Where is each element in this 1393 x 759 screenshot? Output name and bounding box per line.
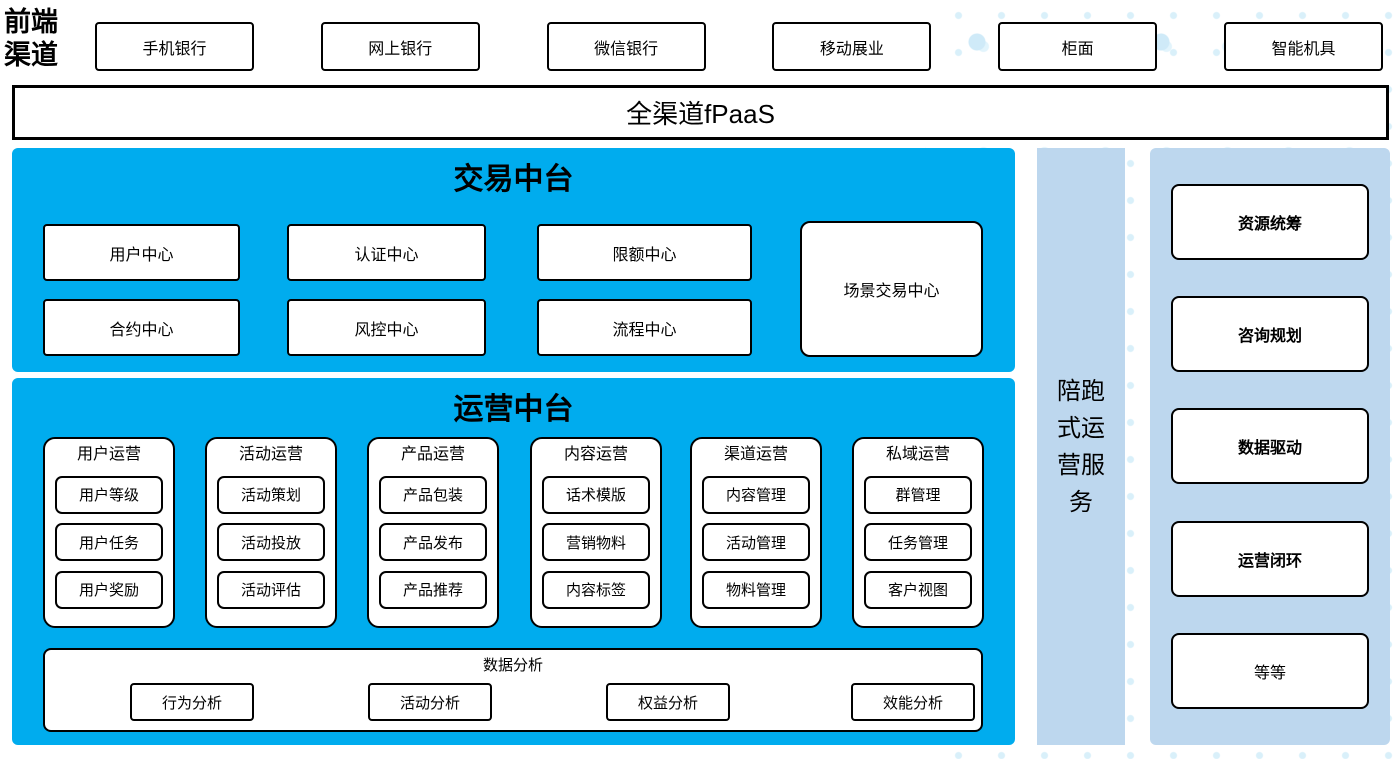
companion-service-strip: 陪跑式运营服务	[1037, 148, 1125, 745]
channel-box-online-banking: 网上银行	[320, 22, 480, 71]
ops-item: 活动评估	[217, 570, 325, 609]
ops-column-items: 内容管理 活动管理 物料管理	[692, 466, 820, 618]
ops-item: 客户视图	[864, 570, 972, 609]
ops-item: 物料管理	[702, 570, 810, 609]
channel-box-mobile-banking: 手机银行	[95, 22, 254, 71]
ops-item: 内容标签	[542, 570, 650, 609]
center-box-risk: 风控中心	[287, 299, 486, 356]
channel-row: 手机银行 网上银行 微信银行 移动展业 柜面 智能机具	[95, 22, 1383, 71]
analysis-box-activity: 活动分析	[368, 683, 492, 721]
ops-item: 用户等级	[55, 475, 163, 514]
ops-column-activity: 活动运营 活动策划 活动投放 活动评估	[205, 437, 337, 628]
ops-item: 活动管理	[702, 523, 810, 561]
transaction-platform-panel: 交易中台 用户中心 认证中心 限额中心 合约中心 风控中心 流程中心 场景交易中…	[12, 148, 1015, 372]
channel-box-smart-devices: 智能机具	[1223, 22, 1383, 71]
ops-column-product: 产品运营 产品包装 产品发布 产品推荐	[367, 437, 499, 628]
ops-column-header: 用户运营	[76, 446, 141, 463]
ops-column-items: 用户等级 用户任务 用户奖励	[45, 466, 173, 618]
service-box-consulting: 咨询规划	[1171, 296, 1369, 373]
ops-item: 话术模版	[542, 475, 650, 514]
ops-item: 营销物料	[542, 523, 650, 561]
center-box-user: 用户中心	[43, 224, 240, 281]
companion-service-label: 陪跑式运营服务	[1057, 377, 1105, 516]
ops-item: 群管理	[864, 475, 972, 514]
ops-column-items: 活动策划 活动投放 活动评估	[207, 466, 335, 618]
service-box-closed-loop: 运营闭环	[1171, 520, 1369, 597]
front-channels-label: 前端渠道	[4, 7, 58, 71]
ops-item: 内容管理	[702, 475, 810, 514]
service-box-data-driven: 数据驱动	[1171, 408, 1369, 485]
ops-item: 活动策划	[217, 475, 325, 514]
ops-column-header: 活动运营	[238, 446, 303, 463]
ops-item: 用户任务	[55, 523, 163, 561]
ops-item: 任务管理	[864, 523, 972, 561]
center-box-limit: 限额中心	[537, 224, 752, 281]
analysis-box-efficiency: 效能分析	[851, 683, 975, 721]
analysis-box-rights: 权益分析	[606, 683, 730, 721]
ops-item: 用户奖励	[55, 570, 163, 609]
ops-column-items: 产品包装 产品发布 产品推荐	[369, 466, 497, 618]
ops-column-channel: 渠道运营 内容管理 活动管理 物料管理	[690, 437, 822, 628]
ops-column-header: 产品运营	[400, 446, 465, 463]
transaction-platform-title: 交易中台	[453, 162, 574, 197]
channel-box-mobile-marketing: 移动展业	[772, 22, 932, 71]
ops-item: 活动投放	[217, 523, 325, 561]
center-box-process: 流程中心	[537, 299, 752, 356]
ops-column-header: 内容运营	[563, 446, 628, 463]
ops-column-items: 群管理 任务管理 客户视图	[854, 466, 982, 618]
service-capability-panel: 资源统筹 咨询规划 数据驱动 运营闭环 等等	[1150, 148, 1390, 745]
center-box-contract: 合约中心	[43, 299, 240, 356]
service-box-resource: 资源统筹	[1171, 184, 1369, 261]
service-box-etc: 等等	[1171, 632, 1369, 709]
ops-column-private-domain: 私域运营 群管理 任务管理 客户视图	[852, 437, 984, 628]
data-analysis-title: 数据分析	[482, 657, 543, 674]
ops-item: 产品发布	[379, 523, 487, 561]
analysis-box-behavior: 行为分析	[130, 683, 254, 721]
ops-column-items: 话术模版 营销物料 内容标签	[532, 466, 660, 618]
ops-column-header: 渠道运营	[723, 446, 788, 463]
fpaas-bar: 全渠道fPaaS	[12, 85, 1389, 140]
center-box-auth: 认证中心	[287, 224, 486, 281]
operation-platform-panel: 运营中台 用户运营 用户等级 用户任务 用户奖励 活动运营 活动策划 活动投放 …	[12, 378, 1015, 745]
channel-box-counter: 柜面	[998, 22, 1158, 71]
ops-item: 产品推荐	[379, 570, 487, 609]
operation-platform-title: 运营中台	[453, 392, 574, 427]
scene-transaction-center-box: 场景交易中心	[800, 221, 983, 357]
ops-column-content: 内容运营 话术模版 营销物料 内容标签	[530, 437, 662, 628]
ops-item: 产品包装	[379, 475, 487, 514]
ops-column-header: 私域运营	[885, 446, 950, 463]
channel-box-wechat-banking: 微信银行	[546, 22, 706, 71]
data-analysis-card: 数据分析 行为分析 活动分析 权益分析 效能分析	[43, 648, 983, 732]
ops-column-user: 用户运营 用户等级 用户任务 用户奖励	[43, 437, 175, 628]
